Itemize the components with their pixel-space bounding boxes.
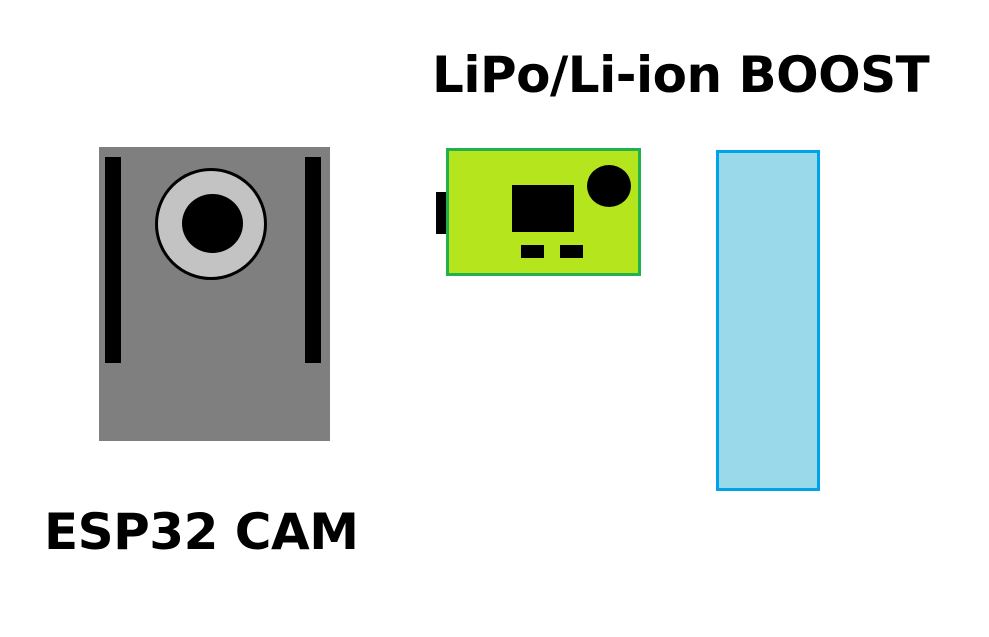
boost-title: LiPo/Li-ion BOOST [432, 46, 930, 104]
esp32-left-pin-header [105, 157, 121, 363]
esp32-right-pin-header [305, 157, 321, 363]
charger-led [560, 245, 583, 258]
charger-led [521, 245, 544, 258]
charger-chip [512, 185, 574, 232]
charger-capacitor [587, 165, 631, 207]
esp32-camera-lens-center [182, 194, 243, 253]
lipo-charger-board [446, 148, 641, 276]
boost-converter-board [716, 150, 820, 491]
esp32-camera-lens [155, 168, 267, 280]
esp32-cam-title: ESP32 CAM [44, 503, 359, 561]
esp32-cam-board [99, 147, 330, 441]
